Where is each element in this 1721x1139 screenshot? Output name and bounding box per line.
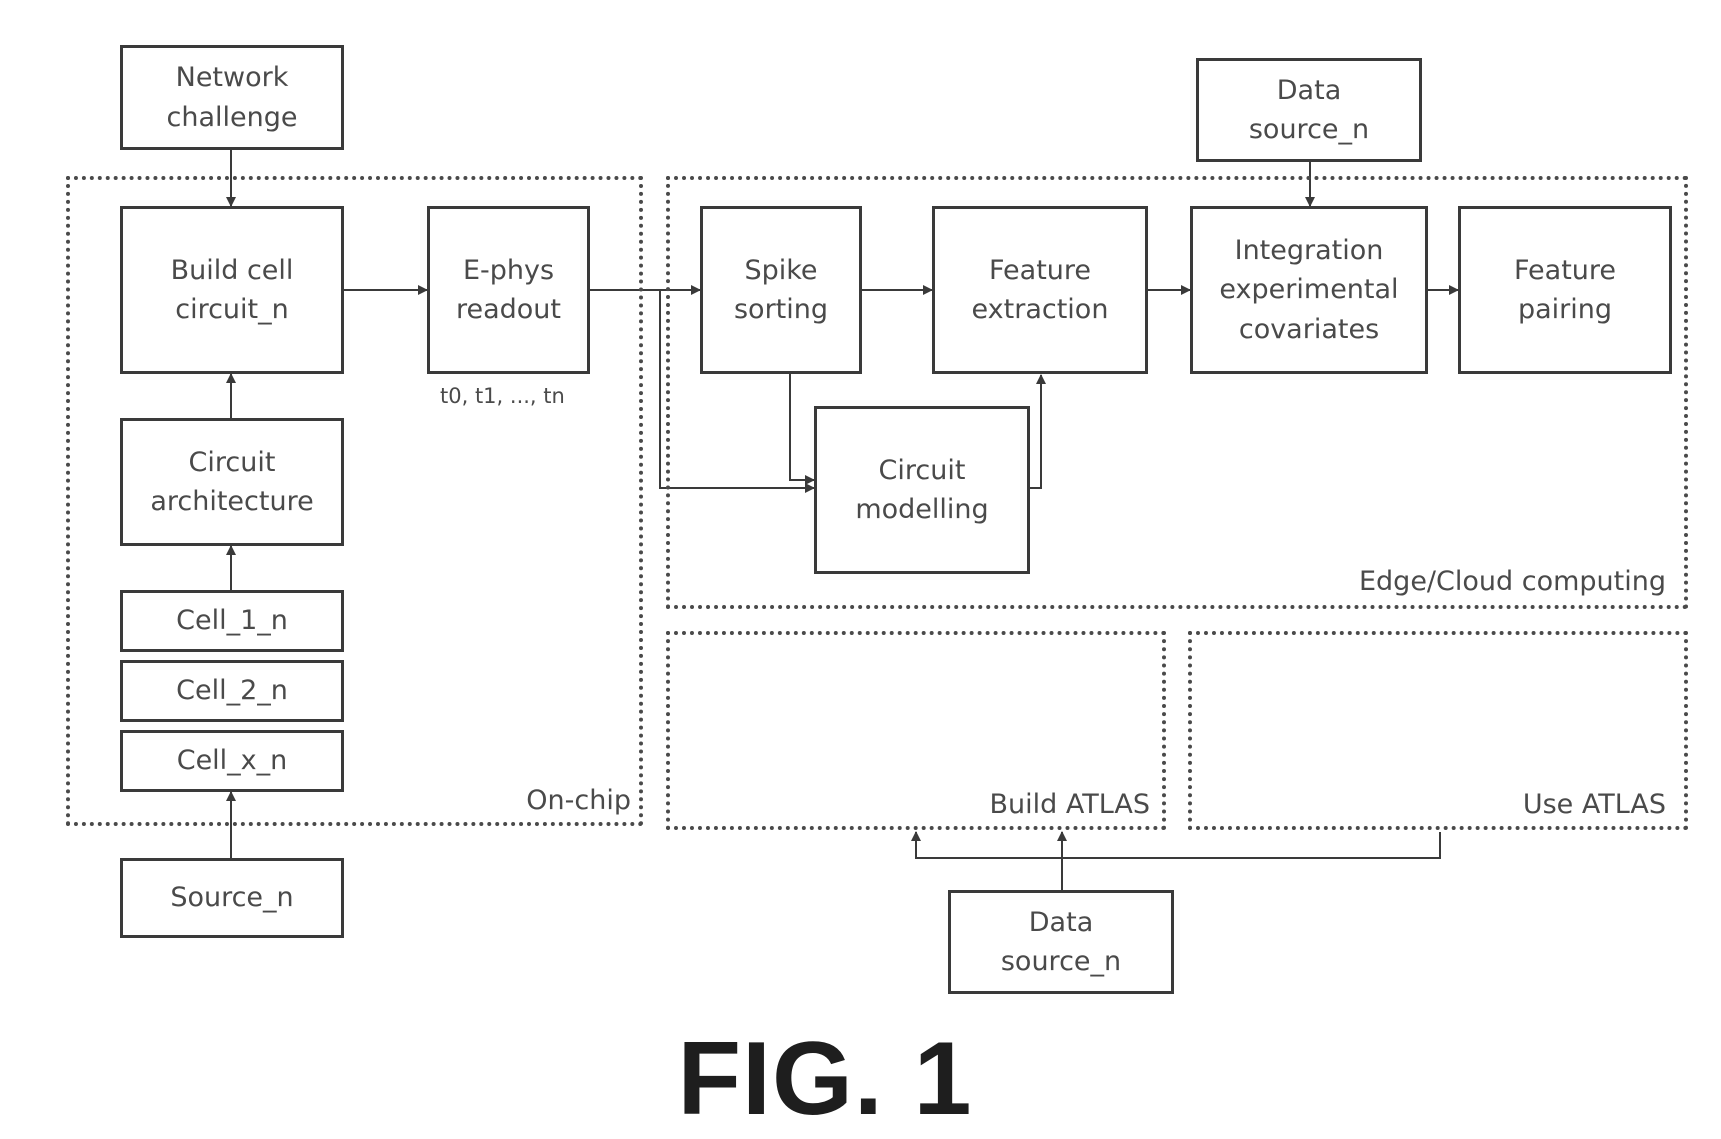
data-source-bottom-box: Data source_n bbox=[948, 890, 1174, 994]
data-source-top-line2: source_n bbox=[1249, 110, 1369, 149]
on-chip-label: On-chip bbox=[526, 785, 631, 816]
edge-cloud-label: Edge/Cloud computing bbox=[1359, 566, 1666, 597]
source-label: Source_n bbox=[170, 878, 293, 917]
cell-x-box: Cell_x_n bbox=[120, 730, 344, 792]
build-cell-circuit-box: Build cell circuit_n bbox=[120, 206, 344, 374]
integration-box: Integration experimental covariates bbox=[1190, 206, 1428, 374]
source-box: Source_n bbox=[120, 858, 344, 938]
circuit-architecture-line2: architecture bbox=[150, 482, 313, 521]
circuit-architecture-line1: Circuit bbox=[189, 443, 276, 482]
circuit-modelling-line2: modelling bbox=[855, 490, 988, 529]
feature-extraction-line2: extraction bbox=[972, 290, 1109, 329]
feature-pairing-line1: Feature bbox=[1514, 251, 1616, 290]
build-atlas-label: Build ATLAS bbox=[990, 789, 1151, 820]
feature-pairing-box: Feature pairing bbox=[1458, 206, 1672, 374]
ephys-readout-line2: readout bbox=[456, 290, 561, 329]
integration-line2: experimental bbox=[1219, 270, 1398, 309]
spike-sorting-line1: Spike bbox=[744, 251, 817, 290]
data-source-top-box: Data source_n bbox=[1196, 58, 1422, 162]
data-source-bottom-line2: source_n bbox=[1001, 942, 1121, 981]
network-challenge-line2: challenge bbox=[167, 98, 298, 137]
connector-to-use-atlas bbox=[1062, 832, 1440, 858]
timepoints-label: t0, t1, ..., tn bbox=[440, 384, 565, 408]
network-challenge-line1: Network bbox=[176, 58, 289, 97]
use-atlas-region: Use ATLAS bbox=[1188, 631, 1688, 830]
data-source-top-line1: Data bbox=[1277, 71, 1341, 110]
spike-sorting-line2: sorting bbox=[734, 290, 828, 329]
data-source-bottom-line1: Data bbox=[1029, 903, 1093, 942]
network-challenge-box: Network challenge bbox=[120, 45, 344, 150]
build-atlas-region: Build ATLAS bbox=[666, 631, 1166, 830]
build-cell-circuit-line1: Build cell bbox=[171, 251, 294, 290]
feature-extraction-box: Feature extraction bbox=[932, 206, 1148, 374]
cell-1-label: Cell_1_n bbox=[176, 601, 288, 640]
cell-x-label: Cell_x_n bbox=[177, 741, 288, 780]
ephys-readout-box: E-phys readout bbox=[427, 206, 590, 374]
integration-line3: covariates bbox=[1239, 310, 1379, 349]
cell-1-box: Cell_1_n bbox=[120, 590, 344, 652]
spike-sorting-box: Spike sorting bbox=[700, 206, 862, 374]
feature-pairing-line2: pairing bbox=[1518, 290, 1612, 329]
arrow-to-build-atlas-left bbox=[916, 832, 1062, 858]
feature-extraction-line1: Feature bbox=[989, 251, 1091, 290]
ephys-readout-line1: E-phys bbox=[463, 251, 554, 290]
build-cell-circuit-line2: circuit_n bbox=[175, 290, 289, 329]
circuit-modelling-line1: Circuit bbox=[879, 451, 966, 490]
integration-line1: Integration bbox=[1235, 231, 1384, 270]
circuit-architecture-box: Circuit architecture bbox=[120, 418, 344, 546]
use-atlas-label: Use ATLAS bbox=[1523, 789, 1666, 820]
cell-2-label: Cell_2_n bbox=[176, 671, 288, 710]
circuit-modelling-box: Circuit modelling bbox=[814, 406, 1030, 574]
figure-label: FIG. 1 bbox=[0, 1020, 1650, 1139]
cell-2-box: Cell_2_n bbox=[120, 660, 344, 722]
